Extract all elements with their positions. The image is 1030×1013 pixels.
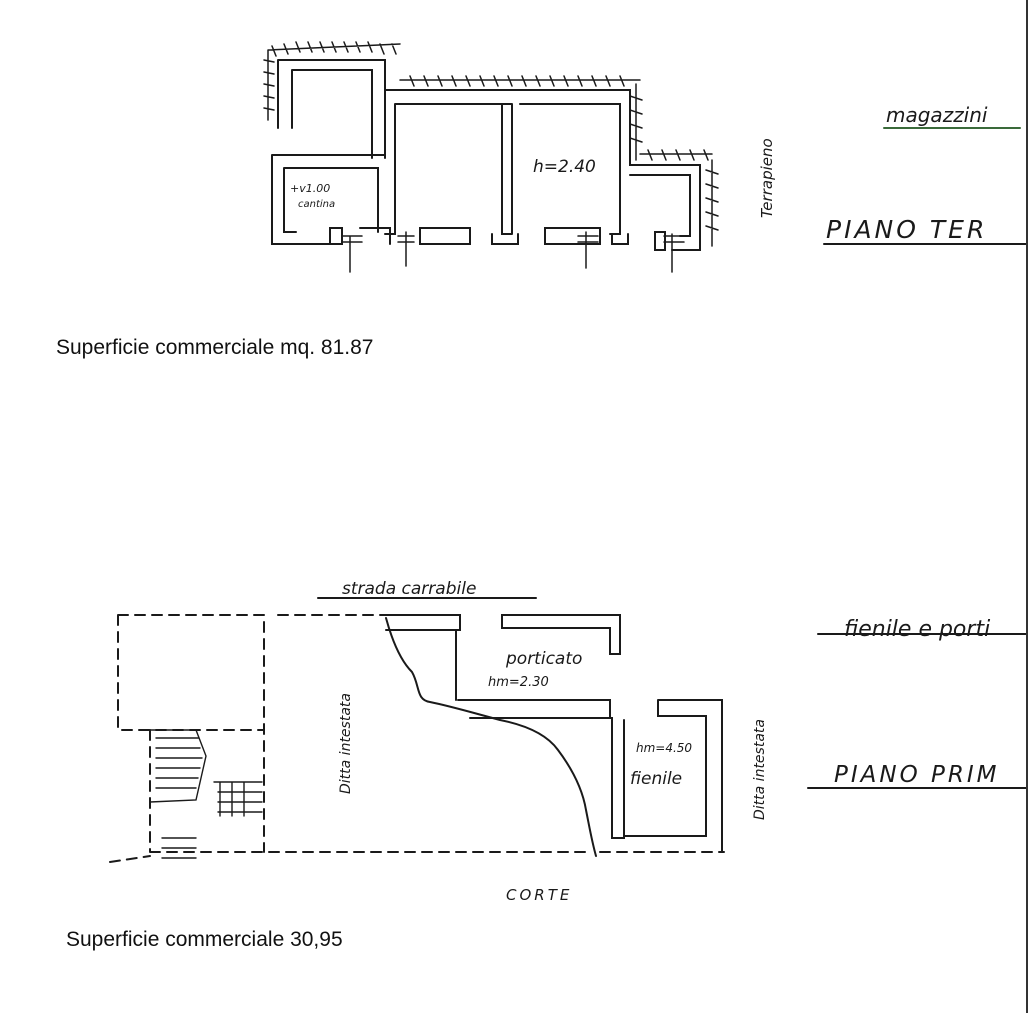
ff-label-piano: PIANO PRIM xyxy=(834,762,999,788)
first-floor-caption: Superficie commerciale 30,95 xyxy=(66,928,343,951)
ground-floor-plan: h=2.40 +v1.00 cantina Terrapieno magazzi… xyxy=(263,41,1027,273)
ff-label-corte: CORTE xyxy=(506,886,572,904)
gf-cantina-note-1: +v1.00 xyxy=(290,182,330,195)
ff-label-porticato: porticato xyxy=(505,649,582,669)
ff-porticato-height: hm=2.30 xyxy=(488,675,549,690)
ff-dashed-boundary xyxy=(109,614,725,863)
ff-label-strada: strada carrabile xyxy=(342,579,476,599)
ff-fienile-walls xyxy=(457,699,723,853)
ff-rock-outline xyxy=(385,617,597,857)
ff-staircase xyxy=(147,729,263,859)
ff-porticato-walls xyxy=(385,614,621,701)
ff-label-fienile-e-porticato: fienile e porti xyxy=(844,617,990,642)
gf-room-height: h=2.40 xyxy=(533,157,596,177)
ff-fienile-height: hm=4.50 xyxy=(636,741,692,755)
gf-label-piano: PIANO TER xyxy=(826,215,987,244)
gf-door-marks xyxy=(341,231,685,273)
gf-hatched-wall xyxy=(263,41,719,247)
gf-cantina-note-2: cantina xyxy=(298,199,335,210)
ff-label-ditta-left: Ditta intestata xyxy=(338,693,354,794)
ff-label-fienile: fienile xyxy=(630,769,682,789)
gf-room-top-left xyxy=(277,59,386,159)
ground-floor-caption: Superficie commerciale mq. 81.87 xyxy=(56,336,374,359)
gf-label-magazzini: magazzini xyxy=(886,103,988,127)
ff-label-ditta-right: Ditta intestata xyxy=(752,719,768,820)
gf-bottom-wall xyxy=(329,227,666,251)
gf-outer-walls xyxy=(271,89,701,251)
sheet-edge-line xyxy=(1026,0,1028,1013)
first-floor-plan: strada carrabile porticato hm=2.30 hm=4.… xyxy=(109,579,1027,904)
gf-label-terrapieno: Terrapieno xyxy=(758,138,776,218)
